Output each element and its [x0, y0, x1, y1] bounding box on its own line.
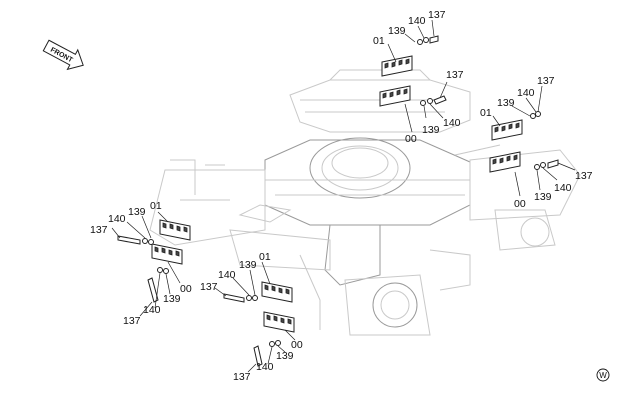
callout-b4: 00 — [405, 133, 417, 145]
callout-d1: 00 — [514, 198, 526, 210]
callout-d3: 140 — [554, 182, 572, 194]
leader-lines — [111, 19, 576, 373]
callout-b1: 137 — [446, 69, 464, 81]
callout-e3: 139 — [128, 206, 146, 218]
callout-c3: 140 — [517, 87, 535, 99]
corner-badge: W — [596, 368, 610, 382]
callout-h1: 00 — [291, 339, 303, 351]
callout-f4: 137 — [123, 315, 141, 327]
callout-g1: 137 — [200, 281, 218, 293]
callout-c4: 137 — [537, 75, 555, 87]
machine-frame — [149, 69, 581, 336]
callout-d2: 139 — [534, 191, 552, 203]
callout-g2: 140 — [218, 269, 236, 281]
callout-e1: 137 — [90, 224, 108, 236]
bracket-assembly-d — [223, 281, 295, 367]
callout-f1: 00 — [180, 283, 192, 295]
callout-a2: 139 — [388, 25, 406, 37]
callout-a3: 140 — [408, 15, 426, 27]
callout-g3: 139 — [239, 259, 257, 271]
callout-h3: 140 — [256, 361, 274, 373]
callout-f2: 139 — [163, 293, 181, 305]
bracket-assembly-c — [117, 219, 191, 303]
callout-e2: 140 — [108, 213, 126, 225]
callout-e4: 01 — [150, 200, 162, 212]
callout-c1: 01 — [480, 107, 492, 119]
callout-d4: 137 — [575, 170, 593, 182]
callout-labels: 01 139 140 137 137 140 139 00 01 139 140… — [90, 9, 593, 383]
callout-b2: 140 — [443, 117, 461, 129]
callout-a1: 01 — [373, 35, 385, 47]
badge-letter: W — [599, 371, 607, 380]
callout-a4: 137 — [428, 9, 446, 21]
callout-b3: 139 — [422, 124, 440, 136]
callout-f3: 140 — [143, 304, 161, 316]
callout-g4: 01 — [259, 251, 271, 263]
callout-h4: 137 — [233, 371, 251, 383]
bracket-assembly-a — [379, 35, 447, 107]
bracket-assembly-b — [489, 111, 559, 173]
callout-c2: 139 — [497, 97, 515, 109]
front-direction-arrow: FRONT — [42, 39, 84, 71]
callout-h2: 139 — [276, 350, 294, 362]
